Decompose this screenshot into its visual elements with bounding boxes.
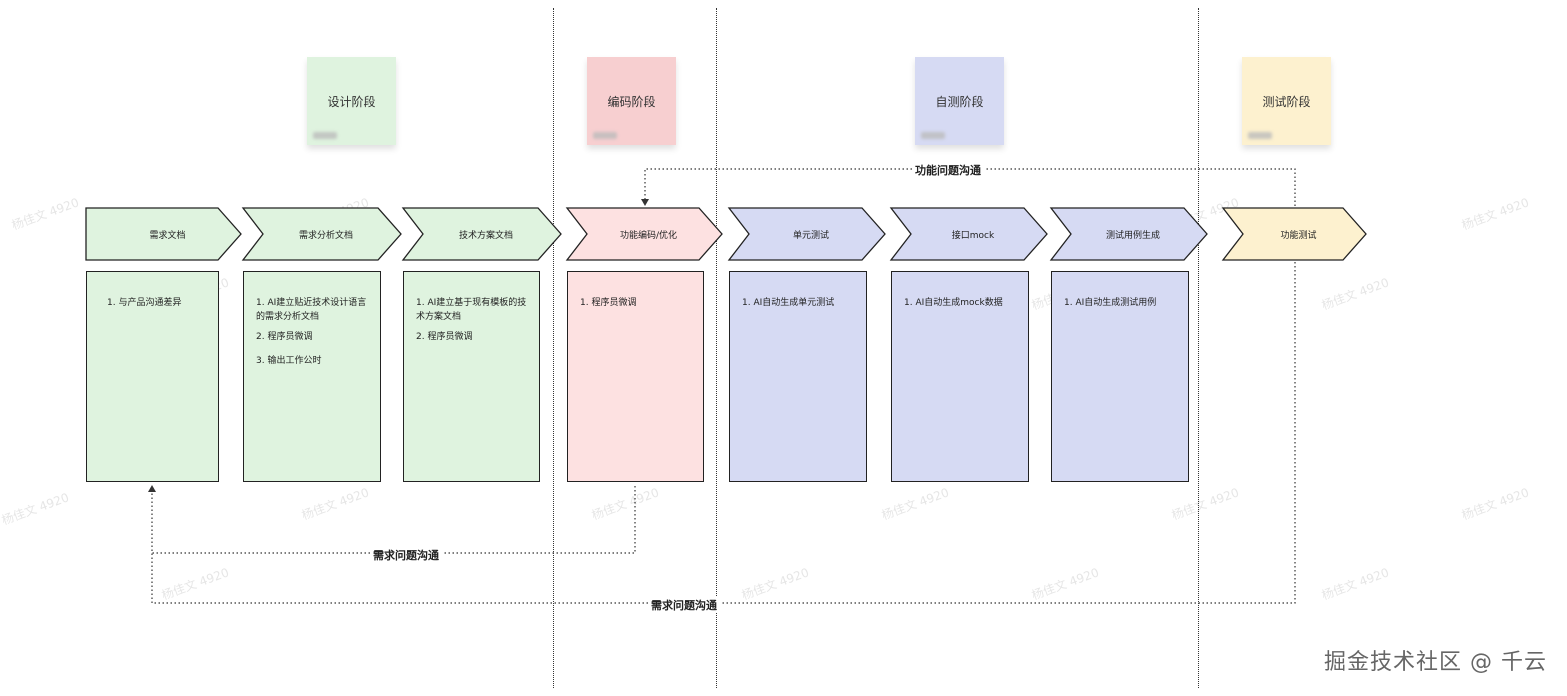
connector-label-bottom-outer: 需求问题沟通 <box>648 597 720 613</box>
phase-divider <box>553 8 554 688</box>
card-item: 1. 与产品沟通差异 <box>107 298 182 308</box>
step-card-tech-design: 1. AI建立基于现有模板的技术方案文档 2. 程序员微调 <box>403 271 540 482</box>
step-label: 测试用例生成 <box>1105 230 1160 241</box>
phase-label: 编码阶段 <box>607 94 656 109</box>
step-card-unit-test: 1. AI自动生成单元测试 <box>729 271 867 482</box>
step-label: 需求文档 <box>149 230 186 241</box>
phase-note-testing: 测试阶段 <box>1242 57 1331 145</box>
step-chevron-tech-design: 技术方案文档 <box>401 207 562 261</box>
phase-note-design: 设计阶段 <box>307 57 396 145</box>
step-chevron-requirements-doc: 需求文档 <box>85 207 242 261</box>
step-chevron-requirements-analysis: 需求分析文档 <box>241 207 402 261</box>
step-chevron-coding: 功能编码/优化 <box>565 207 723 261</box>
arrowhead-icon <box>148 485 156 492</box>
step-chevron-api-mock: 接口mock <box>889 207 1048 261</box>
phase-note-coding: 编码阶段 <box>587 57 676 145</box>
connector-bottom-inner <box>151 486 636 554</box>
phase-label: 自测阶段 <box>935 94 984 109</box>
phase-label: 设计阶段 <box>327 94 376 109</box>
card-item: 1. AI自动生成单元测试 <box>742 298 835 308</box>
card-item: 1. AI自动生成测试用例 <box>1064 298 1157 308</box>
card-item: 1. AI自动生成mock数据 <box>904 298 1003 308</box>
arrowhead-icon <box>641 199 649 206</box>
step-card-test-cases: 1. AI自动生成测试用例 <box>1051 271 1189 482</box>
step-label: 接口mock <box>951 230 995 241</box>
card-item: 3. 输出工作公时 <box>256 356 322 366</box>
step-card-requirements-doc: 1. 与产品沟通差异 <box>86 271 219 482</box>
phase-label: 测试阶段 <box>1262 94 1311 109</box>
step-label: 功能编码/优化 <box>619 230 678 241</box>
step-chevron-unit-test: 单元测试 <box>727 207 886 261</box>
phase-note-selftest: 自测阶段 <box>915 57 1004 145</box>
card-item: 1. 程序员微调 <box>580 298 637 308</box>
card-item: 2. 程序员微调 <box>416 332 473 342</box>
step-chevron-test-cases: 测试用例生成 <box>1049 207 1208 261</box>
brand-watermark: 掘金技术社区 @ 千云 <box>1324 650 1547 675</box>
step-card-api-mock: 1. AI自动生成mock数据 <box>891 271 1029 482</box>
card-item: 1. AI建立贴近技术设计语言的需求分析文档 <box>256 298 367 322</box>
connector-bottom-outer <box>151 258 1296 604</box>
card-item: 1. AI建立基于现有模板的技术方案文档 <box>416 298 527 322</box>
step-card-coding: 1. 程序员微调 <box>567 271 704 482</box>
step-card-requirements-analysis: 1. AI建立贴近技术设计语言的需求分析文档 2. 程序员微调 3. 输出工作公… <box>243 271 381 482</box>
step-label: 功能测试 <box>1280 230 1317 241</box>
connector-label-top: 功能问题沟通 <box>912 162 984 178</box>
step-chevron-functional-test: 功能测试 <box>1221 207 1367 261</box>
connector-label-bottom-inner: 需求问题沟通 <box>370 547 442 563</box>
step-label: 单元测试 <box>792 230 829 241</box>
step-label: 需求分析文档 <box>298 230 353 241</box>
phase-divider <box>1198 8 1199 688</box>
card-item: 2. 程序员微调 <box>256 332 313 342</box>
step-label: 技术方案文档 <box>458 230 513 241</box>
phase-divider <box>716 8 717 688</box>
